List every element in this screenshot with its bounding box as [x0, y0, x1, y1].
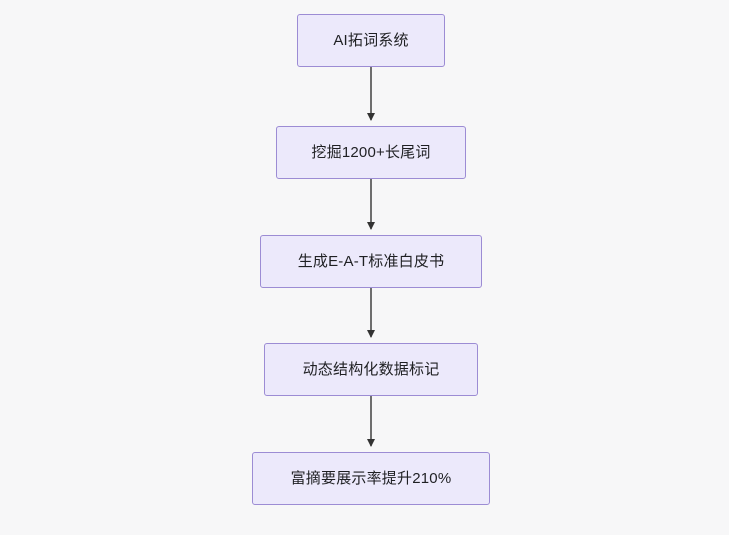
flow-node-dynamic-structured-data-markup[interactable]: 动态结构化数据标记	[264, 343, 478, 396]
flow-node-label: 动态结构化数据标记	[302, 360, 440, 378]
flow-node-label: 生成E-A-T标准白皮书	[297, 252, 445, 270]
flow-node-label: AI拓词系统	[333, 31, 409, 49]
flow-node-ai-keyword-system[interactable]: AI拓词系统	[297, 14, 445, 67]
flow-node-generate-eat-whitepaper[interactable]: 生成E-A-T标准白皮书	[260, 235, 482, 288]
flow-node-rich-snippet-impression-lift[interactable]: 富摘要展示率提升210%	[252, 452, 490, 505]
flow-node-label: 挖掘1200+长尾词	[311, 143, 431, 161]
flow-node-label: 富摘要展示率提升210%	[290, 469, 452, 487]
flow-node-mine-longtail-keywords[interactable]: 挖掘1200+长尾词	[276, 126, 466, 179]
